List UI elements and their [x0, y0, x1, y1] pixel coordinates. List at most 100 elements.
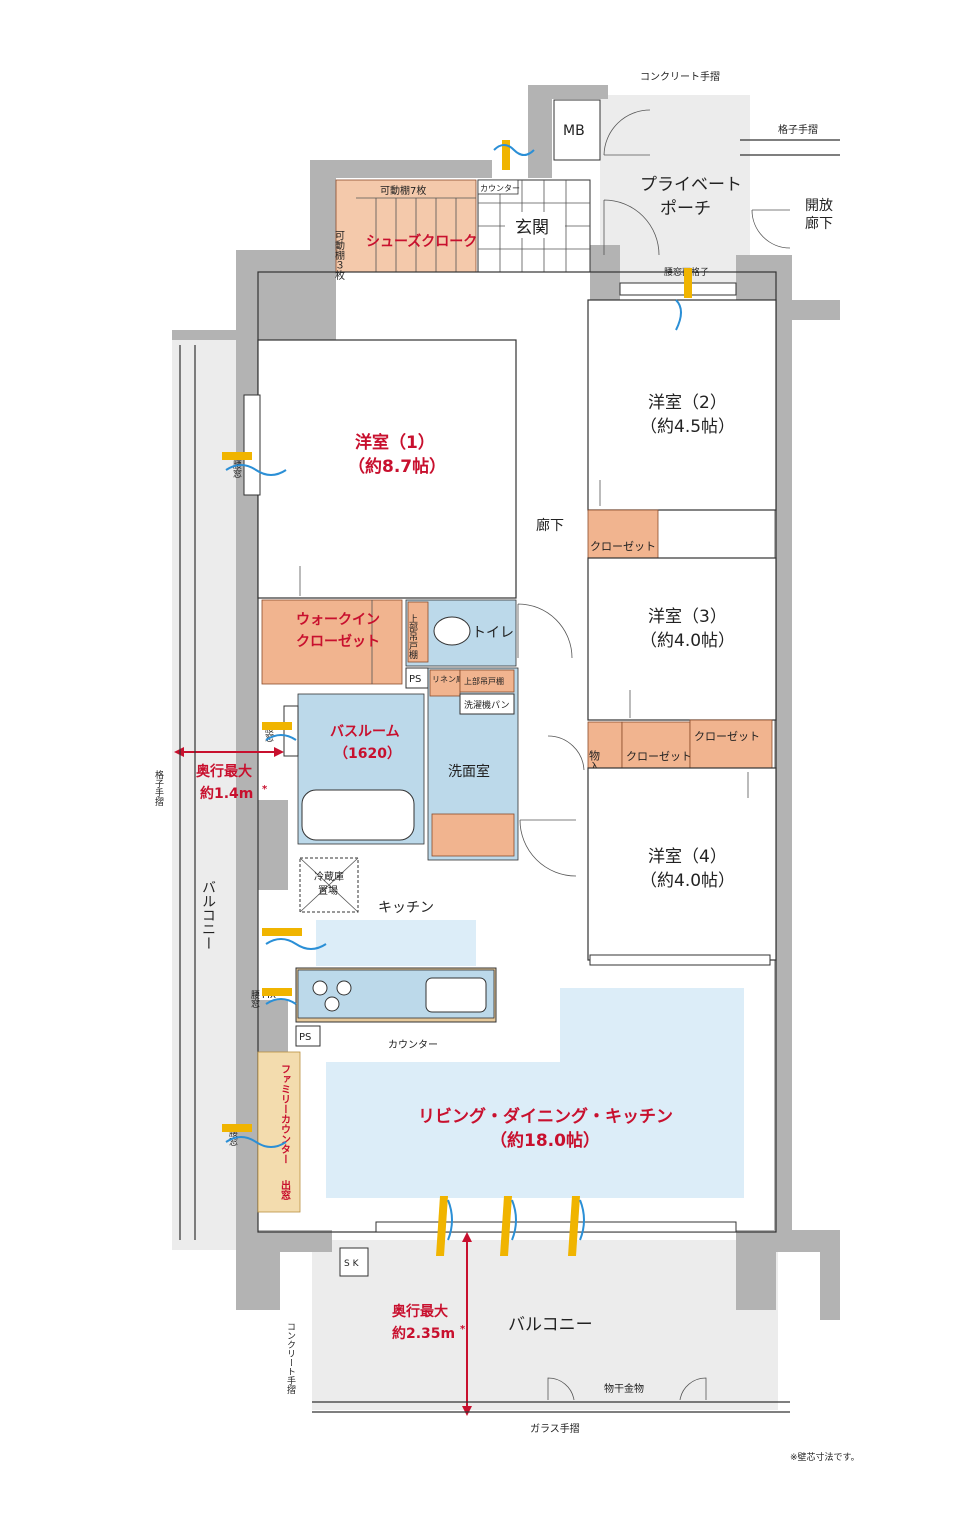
stove-burner [324, 996, 340, 1012]
family-counter-label: ファミリーカウンター [279, 1064, 291, 1164]
porch-area [600, 95, 750, 285]
washer-pan [459, 693, 515, 715]
room-4 [587, 767, 777, 961]
toilet-label: トイレ [472, 625, 514, 641]
shoes-cloak-area [335, 179, 477, 273]
ps-kitchen-label: PS [299, 1032, 311, 1043]
room-4-size: （約4.0帖） [640, 871, 735, 891]
mb-label: MB [563, 123, 585, 139]
private-porch-label-2: ポーチ [660, 199, 711, 219]
room-2-name: 洋室（2） [648, 393, 727, 413]
bathroom-window [283, 705, 299, 757]
washroom-label: 洗面室 [448, 763, 490, 780]
fridge-label-1: 冷蔵庫 [314, 870, 344, 883]
bottom-balcony-area [312, 1240, 778, 1410]
fridge-label-2: 置場 [318, 884, 338, 897]
toilet-door[interactable] [517, 603, 573, 659]
genkan-label: 玄関 [515, 218, 549, 238]
vanity [431, 813, 515, 857]
room-3 [587, 557, 777, 721]
closet-room-4a-label: クローゼット [626, 750, 692, 763]
depth-left-asterisk: * [262, 784, 268, 795]
stove-burner [312, 980, 328, 996]
breeze-icon [675, 268, 692, 331]
porch-door[interactable] [603, 109, 651, 156]
room-1 [257, 339, 517, 599]
room-4-name: 洋室（4） [648, 847, 727, 867]
mb-box [553, 99, 601, 161]
toilet-upper-shelf-label: 上部吊戸棚 [407, 614, 418, 660]
washroom-upper-shelf [459, 669, 515, 693]
shoes-cloak-label: シューズクローク [366, 233, 477, 250]
closet-room-3-label: クローゼット [694, 730, 760, 743]
walkin-closet [261, 599, 403, 685]
drying-rack-left [547, 1377, 575, 1401]
balcony-bottom-label: バルコニー [508, 1315, 593, 1335]
bathtub [301, 789, 415, 841]
depth-left-title: 奥行最大 [196, 763, 252, 780]
breeze-icon [436, 1196, 453, 1256]
ldk-name: リビング・ダイニング・キッチン [418, 1106, 673, 1127]
drying-rack-label: 物干金物 [604, 1382, 644, 1395]
linen-storage [429, 669, 461, 697]
ldk-size: （約18.0帖） [490, 1130, 600, 1151]
bathroom-size: （1620） [334, 746, 401, 762]
linen-label: リネン庫 [432, 674, 464, 684]
depth-bottom-asterisk: * [460, 1324, 466, 1335]
washroom-door[interactable] [519, 819, 577, 877]
note-label: ※壁芯寸法です。 [790, 1451, 860, 1463]
lattice-rail-left-label: 格子手摺 [153, 769, 164, 807]
closet-room-3 [689, 719, 773, 769]
breeze-icon [262, 928, 327, 950]
breeze-icon [222, 452, 287, 476]
sk-label: S K [344, 1259, 360, 1269]
balcony-left-label: バルコニー [200, 880, 216, 950]
koshimado-label-kitchen: 腰窓 [249, 990, 260, 1008]
corridor-label: 廊下 [536, 517, 564, 534]
entry-counter-label: カウンター [480, 184, 520, 193]
family-counter [257, 1051, 301, 1213]
entry-door[interactable] [603, 199, 660, 256]
kitchen-floor [316, 920, 476, 966]
breeze-icon [262, 988, 297, 1005]
koshimado-label-bath: 腰窓 [263, 724, 274, 742]
koshimado-label-family: 腰窓 [227, 1128, 238, 1146]
entry-counter [477, 179, 519, 195]
open-corridor-label-2: 廊下 [805, 215, 833, 232]
closet-room-4a [621, 721, 691, 769]
left-balcony-area [172, 340, 244, 1250]
breeze-icon [568, 1196, 585, 1256]
room-3-size: （約4.0帖） [640, 631, 735, 651]
breeze-icon [500, 1196, 517, 1256]
room-4-window [589, 954, 771, 966]
porch-gate[interactable] [751, 209, 791, 249]
drying-rack-right [679, 1377, 707, 1401]
ps-toilet-label: PS [409, 674, 421, 685]
walkin-label-2: クローゼット [296, 633, 380, 650]
concrete-rail-top-label: コンクリート手摺 [640, 70, 720, 83]
shelf-7-label: 可動棚7枚 [380, 184, 426, 197]
koshimado-label-room1: 腰窓 [231, 460, 242, 478]
glass-rail-label: ガラス手摺 [530, 1422, 580, 1435]
toilet-bowl [433, 616, 471, 646]
kitchen-label: キッチン [378, 900, 434, 916]
stove-burner [336, 980, 352, 996]
ldk-sash [375, 1221, 737, 1233]
room-3-name: 洋室（3） [648, 607, 727, 627]
demado-label: 出窓 [279, 1179, 291, 1200]
room-2-size: （約4.5帖） [640, 417, 735, 437]
ldk-floor-lower [326, 1062, 744, 1198]
breeze-icon [222, 1124, 287, 1148]
counter-kitchen-label: カウンター [388, 1039, 438, 1051]
room-1-name: 洋室（1） [355, 432, 435, 453]
closet-room-2-label: クローゼット [590, 540, 656, 553]
concrete-rail-left-label: コンクリート手摺 [285, 1322, 296, 1395]
bathroom-label: バスルーム [330, 724, 400, 740]
closet-room-2 [587, 509, 659, 559]
washroom-door-swing[interactable] [547, 735, 585, 771]
porch-window [619, 282, 737, 296]
shelf-3-label: 可動棚３枚 [333, 230, 345, 281]
washroom-upper-shelf-label: 上部吊戸棚 [464, 676, 504, 686]
walls [172, 85, 840, 1320]
